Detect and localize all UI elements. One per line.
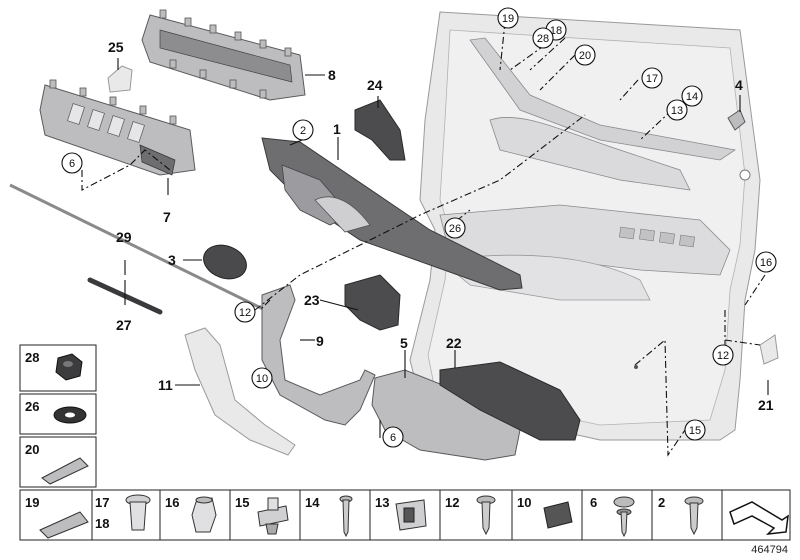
callout-labels: 25 8 24 4 1 7 29 3 23 27 9 5 22 11 21 — [108, 39, 774, 413]
hex-nut-icon — [55, 353, 83, 381]
callout-17: 17 — [646, 73, 658, 85]
leader-lines — [81, 21, 769, 457]
callout-26: 26 — [449, 223, 461, 235]
grid-label-6: 6 — [590, 495, 597, 510]
handle-carrier-8-drawing — [141, 9, 306, 101]
callout-6-lower: 6 — [390, 432, 396, 444]
trim-strip-1-drawing — [261, 137, 523, 291]
callout-2: 2 — [300, 125, 306, 137]
callout-12-right: 12 — [717, 350, 729, 362]
callout-28: 28 — [537, 33, 549, 45]
pocket-22-drawing — [439, 361, 581, 441]
callout-5: 5 — [400, 335, 408, 351]
grid-label-18: 18 — [95, 516, 109, 531]
speaker-cover-3-drawing — [203, 244, 247, 280]
grid-label-12: 12 — [445, 495, 459, 510]
callout-21: 21 — [758, 397, 774, 413]
collar-screw-icon — [613, 496, 635, 538]
callout-9: 9 — [316, 333, 324, 349]
callout-23: 23 — [304, 292, 320, 308]
callout-3: 3 — [168, 252, 176, 268]
callout-1: 1 — [333, 121, 341, 137]
grid-label-20: 20 — [25, 442, 39, 457]
fastener-grid-left-column: 28 26 20 19 — [19, 344, 97, 541]
callout-25: 25 — [108, 39, 124, 55]
grid-label-28: 28 — [25, 350, 39, 365]
callout-18: 18 — [550, 25, 562, 37]
bezel-24-drawing — [354, 99, 406, 161]
callout-29: 29 — [116, 229, 132, 245]
grid-label-16: 16 — [165, 495, 179, 510]
grid-label-15: 15 — [235, 495, 249, 510]
clip-icon — [543, 501, 573, 529]
callout-27: 27 — [116, 317, 132, 333]
clip-21-drawing — [759, 334, 779, 365]
push-clip-icon — [257, 497, 289, 535]
grid-label-13: 13 — [375, 495, 389, 510]
spring-clip-icon — [395, 499, 427, 531]
callout-16: 16 — [760, 257, 772, 269]
callout-12-left: 12 — [239, 307, 251, 319]
cover-23-drawing — [344, 274, 401, 331]
callout-4: 4 — [735, 77, 743, 93]
callout-8: 8 — [328, 67, 336, 83]
screw-icon — [684, 496, 704, 536]
handle-carrier-9-drawing — [261, 284, 376, 426]
clip-icon — [41, 457, 89, 485]
callout-11: 11 — [158, 377, 173, 393]
screw-icon — [476, 495, 496, 536]
grid-label-10: 10 — [517, 495, 531, 510]
callout-22: 22 — [446, 335, 462, 351]
bracket-4-drawing — [727, 109, 746, 131]
callout-19: 19 — [502, 13, 514, 25]
grab-handle-11-drawing — [184, 327, 296, 456]
grid-label-17: 17 — [95, 495, 109, 510]
callout-24: 24 — [367, 77, 383, 93]
fastener-grid-bottom-row: 17 18 16 15 14 13 — [91, 489, 791, 541]
callout-15: 15 — [689, 425, 701, 437]
grid-label-14: 14 — [305, 495, 320, 510]
plug-clip-icon — [191, 496, 217, 533]
expanding-rivet-icon — [125, 494, 151, 531]
callout-7: 7 — [163, 209, 171, 225]
callout-13: 13 — [671, 105, 683, 117]
grid-label-19: 19 — [25, 495, 39, 510]
callout-6-upper: 6 — [69, 158, 75, 170]
circled-callouts: 19 18 28 20 17 14 13 2 6 26 16 12 12 10 … — [61, 7, 777, 448]
clip-icon — [39, 511, 89, 539]
callout-20: 20 — [579, 50, 591, 62]
arrow-symbol-icon — [729, 501, 789, 535]
callout-10: 10 — [256, 373, 268, 385]
callout-14: 14 — [686, 91, 698, 103]
cover-25-drawing — [107, 65, 133, 93]
grid-label-2: 2 — [658, 495, 665, 510]
seal-strip-29-drawing — [9, 183, 266, 312]
image-number: 464794 — [751, 544, 788, 556]
screw-icon — [339, 495, 353, 538]
grid-label-26: 26 — [25, 399, 39, 414]
